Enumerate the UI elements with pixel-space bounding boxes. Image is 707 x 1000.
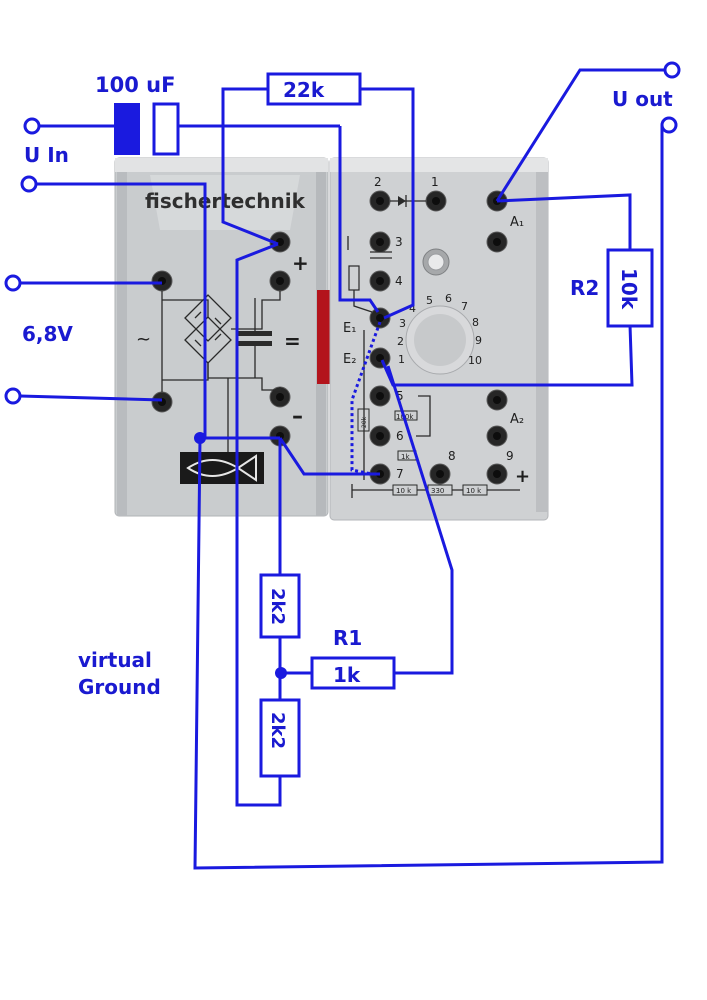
pin-label-7: 7: [396, 467, 404, 481]
potentiometer-dial[interactable]: [405, 305, 475, 375]
resistor-r1: [310, 656, 396, 690]
jack-pin-1[interactable]: [425, 190, 447, 212]
resistor-divider-top: [259, 573, 301, 639]
dial-number-3: 3: [399, 317, 406, 330]
ac-symbol: ~: [136, 329, 151, 350]
jack-pin-5[interactable]: [369, 385, 391, 407]
plate-top-rim-right: [330, 158, 548, 172]
plate-right-rim-right: [536, 172, 548, 512]
dial-number-10: 10: [468, 354, 482, 367]
plus-marking: +: [292, 251, 309, 275]
pin-label-2: 2: [374, 175, 382, 189]
dial-number-4: 4: [409, 302, 416, 315]
pin-label-3: 3: [395, 235, 403, 249]
resistor-r2-value: 10k: [617, 268, 641, 310]
jack-a1-bottom[interactable]: [486, 231, 508, 253]
jack-a2-bottom[interactable]: [486, 425, 508, 447]
brand-logo-text: fischertechnik: [145, 189, 306, 213]
resistor-r2: [606, 248, 654, 328]
supply-voltage-label: 6,8V: [22, 322, 73, 346]
fish-logo: [180, 452, 264, 484]
terminal-u-in-bottom[interactable]: [20, 175, 38, 193]
u-out-label: U out: [612, 87, 673, 111]
pin-label-e2: E₂: [343, 352, 356, 367]
jack-pin-e2[interactable]: [369, 347, 391, 369]
jack-plus-1[interactable]: [269, 231, 291, 253]
printed-10k-b: 10 k: [466, 487, 482, 495]
resistor-divider-bottom: [259, 698, 301, 778]
dial-number-6: 6: [445, 292, 452, 305]
minus-marking: –: [292, 404, 303, 429]
dial-number-5: 5: [426, 294, 433, 307]
filter-capacitor-print: [238, 298, 272, 378]
jack-pin-9[interactable]: [486, 463, 508, 485]
pin-label-a2: A₂: [510, 412, 524, 427]
u-in-label: U In: [24, 143, 69, 167]
jack-plus-2[interactable]: [269, 270, 291, 292]
plus-marking-right: +: [515, 466, 530, 487]
terminal-u-out-top[interactable]: [663, 61, 681, 79]
dial-number-2: 2: [397, 335, 404, 348]
resistor-22k: [266, 72, 362, 106]
led-indicator: [422, 248, 450, 276]
jack-pin-3[interactable]: [369, 231, 391, 253]
relay-capacitor-print: [347, 236, 392, 313]
pin-label-6: 6: [396, 429, 404, 443]
capacitor-100uf: [114, 102, 180, 156]
jack-pin-e1[interactable]: [369, 307, 391, 329]
printed-resistor-network: 100k 1k 20k 10 k 330 10 k: [351, 330, 520, 498]
dc-marking: =: [284, 329, 301, 353]
resistor-r2-name: R2: [570, 276, 599, 300]
jack-pin-6[interactable]: [369, 425, 391, 447]
pin-label-e1: E₁: [343, 321, 356, 336]
pin-label-5: 5: [396, 389, 404, 403]
junction-ground: [194, 432, 206, 444]
terminal-supply-top[interactable]: [4, 274, 22, 292]
pin-label-8: 8: [448, 449, 456, 463]
capacitor-label: 100 uF: [95, 73, 175, 97]
printed-330: 330: [431, 487, 444, 495]
divider-top-label: 2k2: [267, 588, 288, 625]
dial-number-7: 7: [461, 300, 468, 313]
electronics-module: 2 1 3 4 E₁ E₂ 5 6 7 8 9 A₁ A₂ +: [329, 157, 549, 521]
diode-print: [390, 195, 426, 207]
dial-number-9: 9: [475, 334, 482, 347]
resistor-r1-name: R1: [333, 626, 362, 650]
plate-highlight: [150, 175, 300, 230]
jack-a2-top[interactable]: [486, 389, 508, 411]
junction-virtual-ground: [275, 667, 287, 679]
pin-label-9: 9: [506, 449, 514, 463]
printed-10k-a: 10 k: [396, 487, 412, 495]
pin-label-1: 1: [431, 175, 439, 189]
dial-number-8: 8: [472, 316, 479, 329]
virtual-ground-label-line2: Ground: [78, 675, 161, 699]
printed-1k: 1k: [401, 453, 410, 461]
pin-label-4: 4: [395, 274, 403, 288]
terminal-u-out-bottom[interactable]: [660, 116, 678, 134]
terminal-supply-bottom[interactable]: [4, 387, 22, 405]
plate-left-rim: [117, 172, 127, 516]
bridge-rectifier-print: ~: [136, 291, 281, 470]
jack-minus-1[interactable]: [269, 386, 291, 408]
divider-bottom-label: 2k2: [267, 712, 288, 749]
resistor-22k-label: 22k: [283, 78, 325, 102]
virtual-ground-label-line1: virtual: [78, 648, 152, 672]
jack-pin-4[interactable]: [369, 270, 391, 292]
dial-number-1: 1: [398, 353, 405, 366]
pin-label-a1: A₁: [510, 215, 524, 230]
jack-ac-top[interactable]: [151, 270, 173, 292]
resistor-r1-value: 1k: [333, 663, 361, 687]
jack-pin-2[interactable]: [369, 190, 391, 212]
jack-ac-bottom[interactable]: [151, 391, 173, 413]
jack-pin-8[interactable]: [429, 463, 451, 485]
terminal-u-in-top[interactable]: [23, 117, 41, 135]
